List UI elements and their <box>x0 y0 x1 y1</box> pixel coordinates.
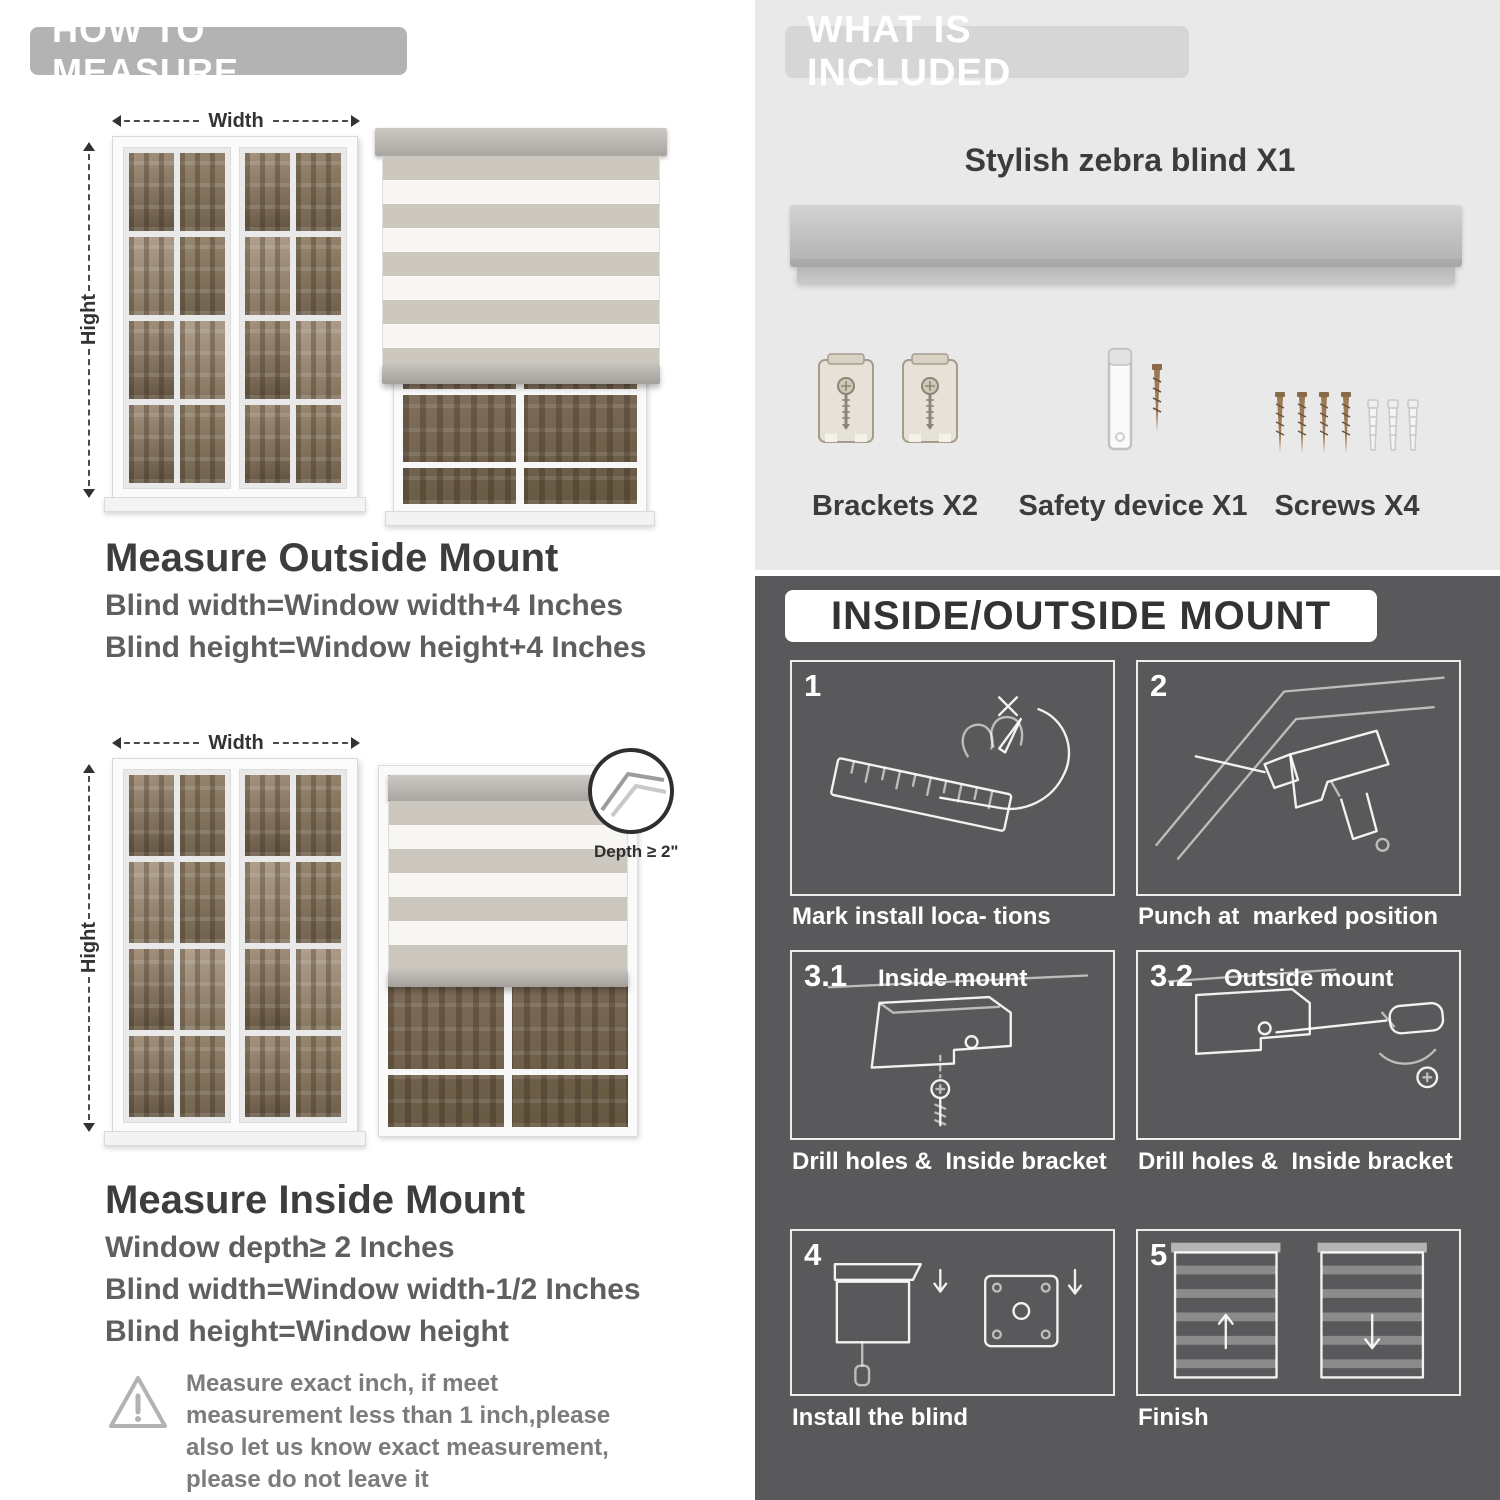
wall-anchor-icon <box>1367 399 1379 451</box>
screw-icon <box>1275 392 1285 453</box>
window-illustration-inside <box>104 758 366 1146</box>
outside-mount-title: Measure Outside Mount <box>105 536 559 580</box>
arrow-down-icon <box>83 1123 95 1132</box>
step-panel-4: 4 <box>790 1229 1115 1396</box>
step-3-2-illustration <box>1167 968 1445 1089</box>
headrail-image <box>790 205 1462 283</box>
arrow-down-icon <box>83 489 95 498</box>
arrow-up-icon <box>83 764 95 773</box>
window-sill <box>104 1131 366 1146</box>
outside-mount-figure <box>375 128 667 526</box>
measure-warning-text: Measure exact inch, if meet measurement … <box>186 1370 611 1494</box>
step-2-number: 2 <box>1150 668 1168 703</box>
bracket-icon <box>818 353 874 443</box>
arrow-up-icon <box>83 142 95 151</box>
corner-zoom-icon <box>600 771 667 818</box>
outside-width-arrow: Width <box>112 109 361 132</box>
warning-icon <box>109 1376 167 1428</box>
step-4-illustration <box>833 1263 1083 1387</box>
bracket-icon <box>902 353 958 443</box>
step-5-illustration <box>1171 1242 1427 1379</box>
window-sash <box>239 147 347 489</box>
step-3-1-number: 3.1 <box>804 958 848 993</box>
inside-rule-width: Blind width=Window width-1/2 Inches <box>105 1273 641 1306</box>
inside-mount-figure <box>378 765 638 1137</box>
step-panel-5: 5 <box>1136 1229 1461 1396</box>
outside-height-arrow: Hight <box>77 142 100 498</box>
how-to-measure-header: HOW TO MEASURE <box>30 9 407 92</box>
step-5-number: 5 <box>1150 1237 1168 1272</box>
step-4-caption: Install the blind <box>792 1404 969 1431</box>
arrow-left-icon <box>112 737 121 749</box>
screw-icon <box>1152 364 1162 432</box>
what-is-included-header: WHAT IS INCLUDED <box>785 9 1189 94</box>
width-label: Width <box>208 731 264 754</box>
step-panel-3-1: 3.1 Inside mount <box>790 950 1115 1140</box>
brackets-label: Brackets X2 <box>811 490 979 522</box>
step-2-illustration <box>1155 676 1445 860</box>
step-3-2-caption: Drill holes & Inside bracket <box>1138 1148 1453 1175</box>
step-3-2-label: Outside mount <box>1224 965 1394 992</box>
depth-note: Depth ≥ 2" <box>594 842 679 861</box>
blind-headrail <box>375 128 667 156</box>
arrow-left-icon <box>112 115 121 127</box>
arrow-right-icon <box>351 115 361 127</box>
wall-anchor-icon <box>1407 399 1419 451</box>
wall-anchor-icon <box>1387 399 1399 451</box>
step-1-caption: Mark install loca- tions <box>792 903 1051 930</box>
inside-outside-mount-header: INSIDE/OUTSIDE MOUNT <box>785 590 1377 642</box>
outside-rule-width: Blind width=Window width+4 Inches <box>105 589 624 622</box>
step-panel-3-2: 3.2 Outside mount <box>1136 950 1461 1140</box>
step-2-caption: Punch at marked position <box>1138 903 1439 930</box>
safety-device-label: Safety device X1 <box>1018 490 1248 522</box>
window-sash <box>123 769 231 1123</box>
window-sill <box>385 511 655 526</box>
step-panel-2: 2 <box>1136 660 1461 896</box>
step-3-1-illustration <box>827 974 1089 1127</box>
step-4-number: 4 <box>804 1237 822 1272</box>
screw-icon <box>1319 392 1329 453</box>
inside-rule-depth: Window depth≥ 2 Inches <box>105 1231 455 1264</box>
screw-icon <box>1341 392 1351 453</box>
step-3-2-number: 3.2 <box>1150 958 1194 993</box>
inside-mount-title: Measure Inside Mount <box>105 1178 526 1222</box>
inside-height-arrow: Hight <box>77 764 100 1132</box>
step-1-illustration <box>830 696 1071 832</box>
window-illustration-outside <box>104 136 366 512</box>
screws-label: Screws X4 <box>1274 490 1420 522</box>
step-3-1-label: Inside mount <box>878 965 1028 992</box>
blind-fabric <box>388 801 628 969</box>
height-label: Hight <box>77 294 100 346</box>
window-sash <box>239 769 347 1123</box>
safety-device-icon <box>1107 347 1133 451</box>
height-label: Hight <box>77 922 100 974</box>
outside-rule-height: Blind height=Window height+4 Inches <box>105 631 647 664</box>
inside-width-arrow: Width <box>112 731 361 754</box>
step-1-number: 1 <box>804 668 822 703</box>
step-3-1-caption: Drill holes & Inside bracket <box>792 1148 1107 1175</box>
step-panel-1: 1 <box>790 660 1115 896</box>
blind-bottomrail <box>382 364 660 384</box>
inside-rule-height: Blind height=Window height <box>105 1315 509 1348</box>
arrow-right-icon <box>351 737 361 749</box>
included-panel <box>755 0 1500 570</box>
window-sill <box>104 497 366 512</box>
blind-bottomrail <box>388 969 628 987</box>
window-sash <box>123 147 231 489</box>
zebra-blind-inside <box>388 775 628 987</box>
blind-fabric <box>382 156 660 364</box>
screw-icon <box>1297 392 1307 453</box>
step-5-caption: Finish <box>1138 1404 1209 1431</box>
depth-callout-circle <box>588 748 674 834</box>
zebra-blind-illustration <box>375 128 667 384</box>
zebra-blind-item-label: Stylish zebra blind X1 <box>964 142 1296 178</box>
width-label: Width <box>208 109 264 132</box>
